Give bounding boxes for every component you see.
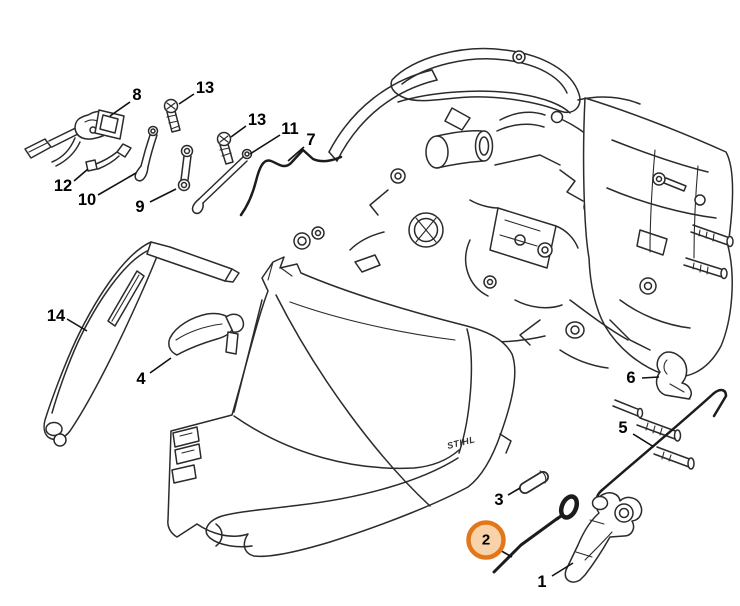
- callout-label-6[interactable]: 6: [626, 369, 635, 387]
- part-13-screw-a: [163, 98, 181, 133]
- part-8: [24, 109, 125, 167]
- callout-leader-14: [66, 318, 88, 332]
- callout-leader-12: [73, 168, 89, 182]
- highlight-circle[interactable]: [466, 520, 506, 560]
- callout-leader-11: [249, 134, 281, 155]
- callout-label-2[interactable]: 2: [482, 532, 490, 549]
- part-13-screw-b: [216, 131, 234, 165]
- callout-leader-9: [149, 188, 177, 203]
- callout-leader-8: [109, 101, 131, 117]
- callout-label-10[interactable]: 10: [78, 191, 96, 209]
- part-14: [43, 241, 240, 447]
- callout-label-14[interactable]: 14: [47, 307, 66, 325]
- part-1: [564, 492, 643, 583]
- callout-label-9[interactable]: 9: [135, 198, 144, 216]
- crankcase: [569, 97, 734, 470]
- part-12: [85, 143, 132, 172]
- callout-leader-7: [287, 146, 305, 162]
- callout-leader-6: [641, 376, 660, 379]
- callout-label-5[interactable]: 5: [618, 419, 627, 437]
- part-11: [191, 148, 253, 215]
- callout-leader-3: [507, 487, 521, 496]
- callout-label-4[interactable]: 4: [136, 370, 146, 388]
- callout-leader-5: [632, 433, 655, 448]
- part-3: [519, 470, 549, 494]
- callout-label-3[interactable]: 3: [494, 491, 503, 509]
- callout-leader-10: [97, 172, 137, 196]
- callout-label-7[interactable]: 7: [306, 131, 315, 149]
- part-9: [177, 144, 194, 192]
- callout-label-13[interactable]: 13: [196, 79, 214, 97]
- callout-leader-13: [178, 93, 195, 105]
- callout-leader-1: [551, 562, 574, 577]
- rear-handle-housing: STIHL: [167, 256, 516, 558]
- callout-leader-13: [230, 125, 247, 138]
- stud-bolts: [612, 172, 734, 470]
- part-6: [655, 351, 692, 400]
- part-7: [239, 148, 343, 217]
- callout-label-1[interactable]: 1: [537, 573, 546, 591]
- callout-label-11[interactable]: 11: [281, 120, 298, 138]
- callout-label-12[interactable]: 12: [54, 177, 72, 195]
- callout-label-13[interactable]: 13: [248, 111, 266, 129]
- part-4: [168, 312, 245, 356]
- part-2: [492, 494, 580, 574]
- part-10: [134, 125, 159, 182]
- callout-leader-4: [149, 357, 172, 374]
- callout-label-8[interactable]: 8: [132, 86, 141, 104]
